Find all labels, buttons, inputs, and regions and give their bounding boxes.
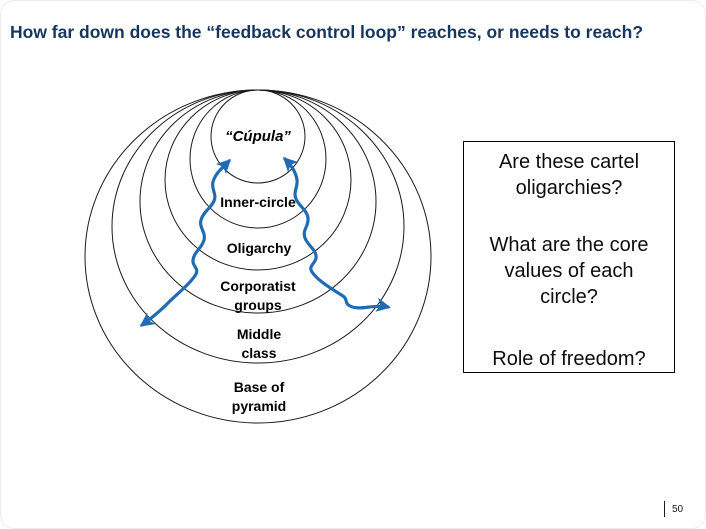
circle-label-corporatist-groups: Corporatist groups (220, 278, 296, 313)
questions-box: Are these cartel oligarchies? What are t… (463, 141, 675, 373)
circle-label-middle-class: Middle class (236, 326, 282, 361)
question-role-of-freedom: Role of freedom? (492, 348, 646, 370)
page-number: 50 (672, 503, 684, 515)
circle-label-base-of-pyramid: Base of pyramid (231, 379, 287, 414)
circle-label-oligarchy: Oligarchy (226, 240, 292, 256)
slide-title: How far down does the “feedback control … (10, 22, 644, 42)
page-footer: 50 (664, 501, 683, 517)
feedback-arrow-right (282, 156, 391, 312)
question-core-values: What are the core values of each circle? (489, 234, 649, 308)
circle-label-inner-circle: Inner-circle (220, 194, 296, 210)
page-number-divider (664, 501, 665, 517)
question-cartel-oligarchies: Are these cartel oligarchies? (498, 151, 640, 199)
feedback-arrow-left (139, 158, 232, 327)
circle-label-cupula: “Cúpula” (225, 128, 291, 145)
ring-cupula (210, 89, 306, 184)
